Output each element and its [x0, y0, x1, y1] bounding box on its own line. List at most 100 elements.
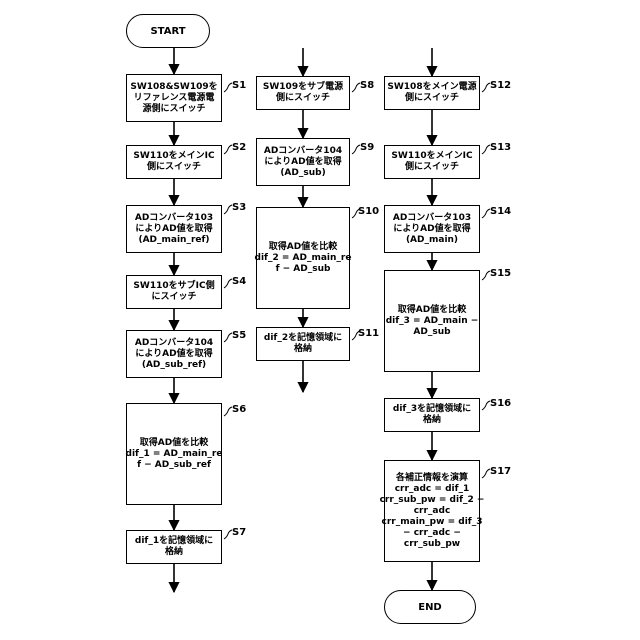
step-label-s8: S8	[360, 80, 374, 91]
process-box-s12: SW108をメイン電源 側にスイッチ	[384, 76, 480, 110]
process-box-s17: 各補正情報を演算 crr_adc = dif_1 crr_sub_pw = di…	[384, 460, 480, 562]
leader-tick	[224, 145, 232, 154]
box-line: 格納	[165, 547, 183, 558]
step-label-s17: S17	[490, 466, 511, 477]
process-box-s1: SW108&SW109を リファレンス電源電 源側にスイッチ	[126, 74, 222, 122]
box-line: crr_main_pw = dif_3	[382, 517, 483, 528]
step-label-s16: S16	[490, 398, 511, 409]
leader-tick	[482, 83, 490, 92]
end-label: END	[418, 602, 442, 613]
box-line: 側にスイッチ	[147, 162, 201, 173]
step-label-s13: S13	[490, 142, 511, 153]
box-line: crr_adc = dif_1	[395, 484, 470, 495]
box-line: AD_sub	[413, 327, 450, 338]
process-box-s16: dif_3を記憶領域に 格納	[384, 398, 480, 432]
leader-tick	[224, 205, 232, 214]
step-label-s9: S9	[360, 142, 374, 153]
process-box-s6: 取得AD値を比較 dif_1 = AD_main_re f − AD_sub_r…	[126, 403, 222, 505]
box-line: SW108をメイン電源	[387, 82, 476, 93]
start-label: START	[150, 26, 185, 37]
step-label-s14: S14	[490, 206, 511, 217]
step-label-s10: S10	[358, 206, 379, 217]
leader-tick	[352, 145, 360, 154]
box-line: crr_adc	[414, 506, 451, 517]
box-line: f − AD_sub_ref	[137, 460, 211, 471]
leader-tick	[224, 530, 232, 539]
box-line: ADコンバータ104	[135, 338, 213, 349]
box-line: crr_sub_pw	[404, 539, 460, 550]
leader-tick	[224, 83, 232, 92]
leader-tick	[482, 271, 490, 280]
process-box-s8: SW109をサブ電源 側にスイッチ	[256, 76, 350, 110]
box-line: 取得AD値を比較	[140, 438, 208, 449]
box-line: (AD_main)	[406, 235, 458, 246]
leader-tick	[482, 209, 490, 218]
box-line: dif_1を記憶領域に	[135, 536, 213, 547]
process-box-s5: ADコンバータ104 によりAD値を取得 (AD_sub_ref)	[126, 330, 222, 378]
box-line: にスイッチ	[151, 292, 196, 303]
box-line: 取得AD値を比較	[398, 305, 466, 316]
process-box-s3: ADコンバータ103 によりAD値を取得 (AD_main_ref)	[126, 205, 222, 253]
leader-tick	[352, 83, 360, 92]
process-box-s15: 取得AD値を比較 dif_3 = AD_main − AD_sub	[384, 270, 480, 372]
process-box-s11: dif_2を記憶領域に 格納	[256, 327, 350, 361]
leader-tick	[482, 469, 490, 478]
process-box-s14: ADコンバータ103 によりAD値を取得 (AD_main)	[384, 205, 480, 253]
box-line: によりAD値を取得	[393, 224, 470, 235]
box-line: dif_3を記憶領域に	[393, 404, 471, 415]
box-line: crr_sub_pw = dif_2 −	[380, 495, 485, 506]
box-line: 格納	[423, 415, 441, 426]
process-box-s13: SW110をメインIC 側にスイッチ	[384, 145, 480, 179]
step-label-s6: S6	[232, 404, 246, 415]
leader-tick	[224, 407, 232, 416]
step-label-s12: S12	[490, 80, 511, 91]
box-line: SW109をサブ電源	[263, 82, 343, 93]
box-line: 側にスイッチ	[405, 162, 459, 173]
step-label-s2: S2	[232, 142, 246, 153]
box-line: dif_2 = AD_main_re	[255, 253, 352, 264]
box-line: ADコンバータ103	[135, 213, 213, 224]
box-line: リファレンス電源電	[134, 93, 215, 104]
start-terminal: START	[126, 14, 210, 48]
box-line: SW110をメインIC	[133, 151, 214, 162]
step-label-s5: S5	[232, 330, 246, 341]
step-label-s3: S3	[232, 202, 246, 213]
box-line: (AD_sub_ref)	[142, 360, 206, 371]
box-line: 側にスイッチ	[405, 93, 459, 104]
box-line: dif_2を記憶領域に	[264, 333, 342, 344]
box-line: 取得AD値を比較	[269, 242, 337, 253]
box-line: 各補正情報を演算	[396, 473, 468, 484]
leader-tick	[224, 333, 232, 342]
box-line: (AD_main_ref)	[138, 235, 209, 246]
leader-tick	[482, 145, 490, 154]
process-box-s10: 取得AD値を比較 dif_2 = AD_main_re f − AD_sub	[256, 207, 350, 309]
step-label-s4: S4	[232, 276, 246, 287]
process-box-s7: dif_1を記憶領域に 格納	[126, 530, 222, 564]
box-line: dif_3 = AD_main −	[386, 316, 479, 327]
box-line: 源側にスイッチ	[142, 104, 205, 115]
box-line: − crr_adc −	[403, 528, 461, 539]
step-label-s11: S11	[358, 328, 379, 339]
box-line: によりAD値を取得	[135, 224, 212, 235]
box-line: 格納	[294, 344, 312, 355]
box-line: 側にスイッチ	[276, 93, 330, 104]
box-line: ADコンバータ103	[393, 213, 471, 224]
leader-tick	[482, 401, 490, 410]
box-line: dif_1 = AD_main_re	[126, 449, 223, 460]
box-line: SW110をメインIC	[391, 151, 472, 162]
leader-tick	[224, 279, 232, 288]
process-box-s4: SW110をサブIC側 にスイッチ	[126, 275, 222, 309]
box-line: SW110をサブIC側	[133, 281, 214, 292]
box-line: によりAD値を取得	[135, 349, 212, 360]
box-line: によりAD値を取得	[264, 157, 341, 168]
process-box-s9: ADコンバータ104 によりAD値を取得 (AD_sub)	[256, 138, 350, 186]
box-line: f − AD_sub	[276, 264, 331, 275]
box-line: ADコンバータ104	[264, 146, 342, 157]
step-label-s15: S15	[490, 268, 511, 279]
process-box-s2: SW110をメインIC 側にスイッチ	[126, 145, 222, 179]
end-terminal: END	[384, 590, 476, 624]
box-line: (AD_sub)	[280, 168, 325, 179]
box-line: SW108&SW109を	[130, 82, 217, 93]
step-label-s1: S1	[232, 80, 246, 91]
